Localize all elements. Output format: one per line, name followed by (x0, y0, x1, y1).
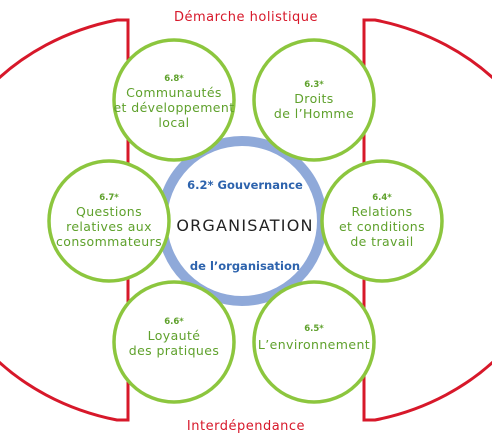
right-red-arc (362, 18, 492, 422)
theme-line: Communautés (126, 85, 222, 100)
theme-number: 6.7* (99, 193, 119, 203)
theme-circles (47, 38, 444, 404)
theme-droits: 6.3* Droits de l’Homme (274, 80, 354, 121)
left-red-arc (0, 18, 130, 422)
theme-relations: 6.4* Relations et conditions de travail (339, 193, 425, 249)
circle-communautes (112, 38, 236, 162)
theme-number: 6.5* (304, 324, 324, 334)
theme-line: de travail (350, 234, 413, 249)
governance-line-1: 6.2* Gouvernance (187, 178, 303, 192)
theme-line: de l’Homme (274, 106, 354, 121)
theme-line: des pratiques (129, 343, 219, 358)
theme-environnement: 6.5* L’environnement (258, 324, 370, 352)
theme-line: et conditions (339, 219, 425, 234)
theme-number: 6.6* (164, 317, 184, 327)
circle-droits (252, 38, 376, 162)
theme-line: local (158, 115, 189, 130)
theme-line: relatives aux (66, 219, 152, 234)
governance-line-2: de l’organisation (190, 259, 300, 273)
circle-loyaute (112, 280, 236, 404)
top-title: Démarche holistique (174, 10, 318, 25)
theme-line: L’environnement (258, 337, 370, 352)
theme-line: et développement (113, 100, 234, 115)
theme-line: Questions (76, 204, 142, 219)
theme-number: 6.3* (304, 80, 324, 90)
bottom-title: Interdépendance (187, 419, 305, 434)
theme-loyaute: 6.6* Loyauté des pratiques (129, 317, 219, 358)
theme-number: 6.4* (372, 193, 392, 203)
organisation-title: ORGANISATION (176, 216, 313, 235)
theme-communautes: 6.8* Communautés et développement local (113, 74, 234, 130)
theme-line: Droits (294, 91, 333, 106)
theme-line: consommateurs (56, 234, 162, 249)
theme-line: Loyauté (148, 328, 201, 343)
circle-environnement (252, 280, 376, 404)
circle-consommateurs (47, 159, 171, 283)
theme-number: 6.8* (164, 74, 184, 84)
circle-relations (320, 159, 444, 283)
theme-line: Relations (351, 204, 412, 219)
theme-consommateurs: 6.7* Questions relatives aux consommateu… (56, 193, 162, 249)
